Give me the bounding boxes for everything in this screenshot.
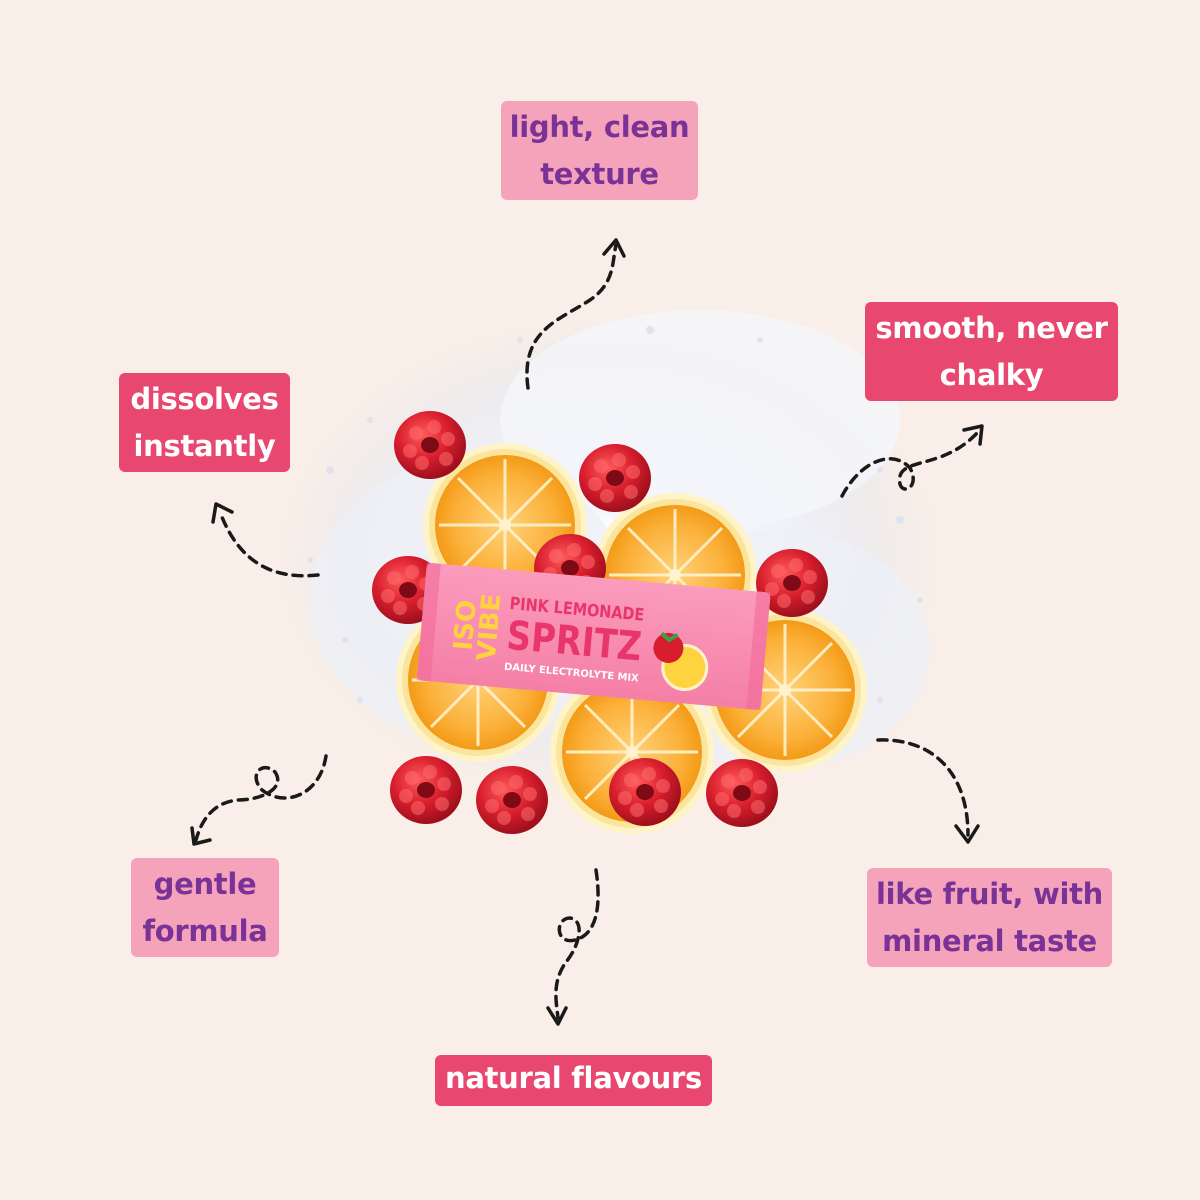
label-natural-flavours: natural flavours — [435, 1055, 712, 1106]
dashed-curly-arrow-icon — [194, 754, 328, 842]
raspberry-icon — [609, 758, 681, 826]
dashed-curly-arrow-icon — [840, 430, 980, 498]
sachet-brand-line1: ISO — [449, 599, 483, 652]
arrowhead-icon — [190, 826, 212, 846]
label-light-clean-texture: light, clean texture — [501, 101, 698, 200]
label-dissolves-instantly: dissolves instantly — [119, 373, 290, 472]
label-gentle-formula: gentle formula — [131, 858, 279, 957]
arrowhead-icon — [602, 238, 626, 258]
raspberry-icon — [706, 759, 778, 827]
arrowhead-icon — [211, 502, 234, 524]
arrowhead-icon — [954, 824, 980, 844]
label-smooth-never-chalky: smooth, never chalky — [865, 302, 1118, 401]
product-sachet: ISO VIBE PINK LEMONADE SPRITZ DAILY ELEC… — [416, 562, 771, 711]
raspberry-icon — [476, 766, 548, 834]
raspberry-icon — [390, 756, 462, 824]
sachet-fruit-art — [653, 631, 709, 691]
dashed-curly-arrow-icon — [876, 738, 970, 837]
label-fruit-mineral-taste: like fruit, with mineral taste — [867, 868, 1112, 967]
dashed-curly-arrow-icon — [525, 243, 618, 390]
arrows — [194, 243, 980, 1020]
arrowhead-icon — [962, 424, 984, 446]
arrow-heads — [190, 238, 984, 1026]
dashed-curly-arrow-icon — [554, 868, 600, 1020]
sachet-brand-line2: VIBE — [472, 592, 508, 662]
arrowhead-icon — [546, 1006, 568, 1026]
raspberry-icon — [394, 411, 466, 479]
raspberry-icon — [579, 444, 651, 512]
dashed-curly-arrow-icon — [218, 510, 320, 578]
